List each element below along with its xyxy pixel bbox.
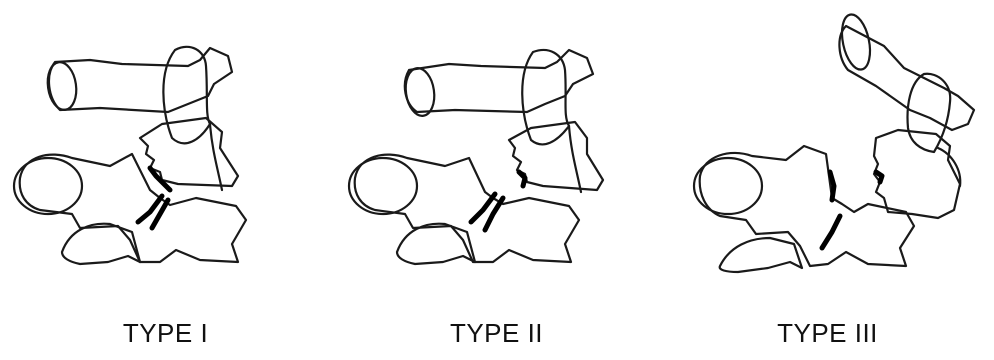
panel-type-3: TYPE III: [662, 0, 993, 360]
axis-body-outline: [700, 146, 914, 266]
panel-type-1: TYPE I: [0, 0, 331, 360]
panel-label-type-1: TYPE I: [0, 318, 331, 348]
vertebrae-drawing-type-2: [331, 0, 662, 320]
axis-facet-outline: [14, 158, 82, 214]
vertebrae-drawing-type-1: [0, 0, 331, 320]
axis-body-outline: [355, 155, 579, 262]
panel-label-type-2: TYPE II: [331, 318, 662, 348]
lower-vertebra-outline: [397, 224, 475, 264]
lower-vertebra-outline: [62, 224, 140, 264]
panel-type-2: TYPE II: [331, 0, 662, 360]
spinous-tip-outline: [403, 66, 437, 117]
panel-label-type-3: TYPE III: [662, 318, 993, 348]
upper-vertebral-body-outline: [874, 130, 960, 218]
axis-facet-outline: [694, 158, 762, 214]
posterior-element-outline: [569, 126, 581, 192]
posterior-element-outline: [210, 124, 222, 190]
axis-facet-outline: [349, 158, 417, 214]
lamina-loop-outline: [163, 47, 210, 143]
vertebrae-drawing-type-3: [662, 0, 993, 320]
lower-vertebra-outline: [720, 238, 802, 272]
axis-body-outline: [20, 154, 246, 262]
